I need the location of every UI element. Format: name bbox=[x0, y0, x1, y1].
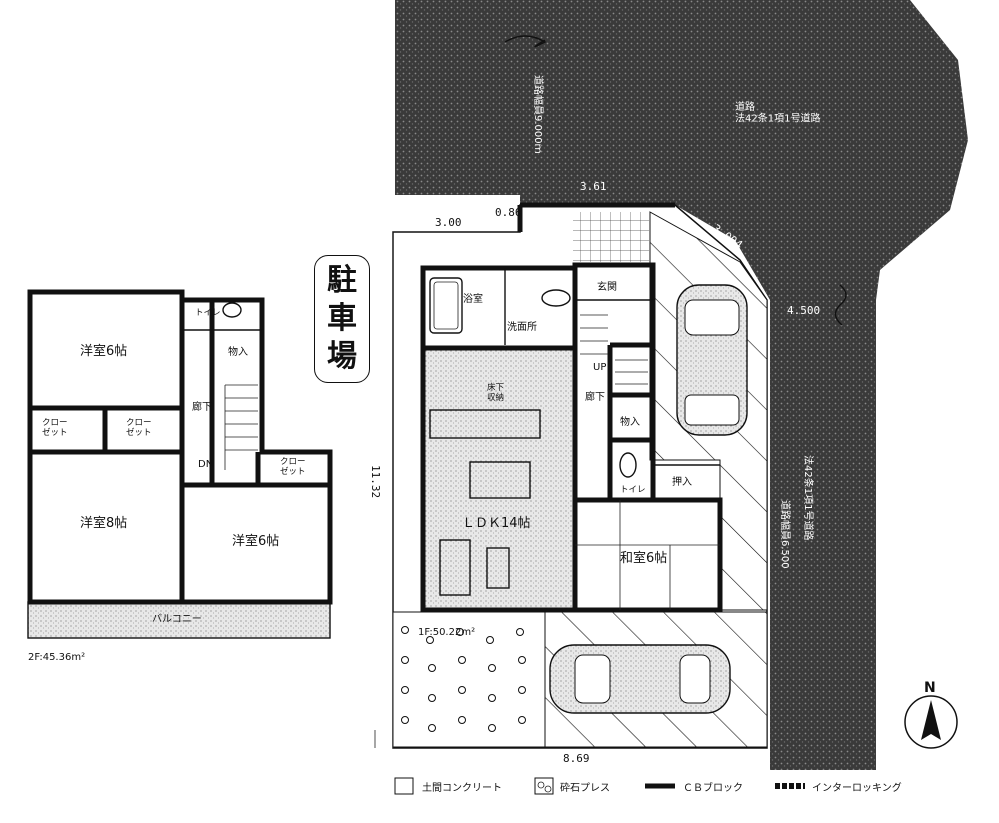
balcony bbox=[27, 601, 331, 639]
closet-b-label: クローゼット bbox=[126, 418, 152, 438]
stairs-1f bbox=[580, 314, 648, 385]
dim-top-right: 3.61 bbox=[580, 180, 607, 193]
western-6-top-label: 洋室6帖 bbox=[80, 343, 127, 359]
car-top bbox=[676, 284, 748, 436]
entrance-label: 玄関 bbox=[597, 280, 617, 293]
road-right-width: 道路幅員6.500 bbox=[779, 500, 792, 569]
storage-2f-label: 物入 bbox=[228, 345, 248, 358]
sofa bbox=[439, 539, 471, 596]
parking-sign: 駐 車 場 bbox=[314, 255, 370, 383]
toilet-1f-label: トイレ bbox=[620, 485, 646, 495]
legend-label-2: ＣＢブロック bbox=[683, 781, 743, 794]
gravel-area bbox=[392, 611, 546, 748]
western-6-bottom-label: 洋室6帖 bbox=[232, 533, 279, 549]
dim-left-side: 11.32 bbox=[369, 465, 382, 498]
road-main-label: 道路法42条1項1号道路 bbox=[735, 100, 820, 125]
legend: 土間コンクリート 砕石プレス ＣＢブロック インターロッキング bbox=[394, 777, 902, 795]
north-compass-icon: N bbox=[904, 680, 958, 749]
bath-label: 浴室 bbox=[463, 292, 483, 305]
closet-c-label: クローゼット bbox=[280, 457, 306, 477]
closet-a-label: クローゼット bbox=[42, 418, 68, 438]
compass-label: N bbox=[924, 680, 936, 696]
road-right-label: 法42条1項1号道路 bbox=[802, 455, 815, 540]
dim-corner: 4.500 bbox=[787, 304, 820, 317]
second-floor-area: 2F:45.36m² bbox=[28, 652, 85, 663]
road-width-label: 道路幅員9.000ｍ bbox=[532, 75, 545, 154]
stairs-2f bbox=[224, 384, 258, 470]
road-area bbox=[395, 0, 968, 770]
hall-1f-label: 廊下 bbox=[585, 390, 605, 403]
legend-label-1: 砕石プレス bbox=[560, 782, 610, 794]
ldk-label: ＬＤＫ14帖 bbox=[462, 516, 531, 531]
washroom-label: 洗面所 bbox=[507, 321, 537, 333]
legend-label-3: インターロッキング bbox=[812, 781, 902, 794]
first-floor-walls bbox=[420, 202, 723, 613]
bath-tile bbox=[573, 212, 649, 262]
dim-top-left: 3.00 bbox=[435, 216, 462, 229]
bathtub bbox=[429, 277, 463, 334]
japanese-room-label: 和室6帖 bbox=[620, 550, 667, 566]
parking-char: 場 bbox=[327, 339, 357, 374]
road-break-icon bbox=[834, 284, 847, 326]
tv-stand bbox=[486, 547, 510, 589]
car-bottom bbox=[549, 644, 731, 714]
first-floor-area: 1F:50.22m² bbox=[418, 627, 475, 638]
up-label: UP bbox=[593, 362, 606, 373]
dn-label: DN bbox=[198, 459, 213, 470]
dim-top-mid: 0.86 bbox=[495, 206, 522, 219]
dining-table bbox=[469, 461, 531, 499]
toilet-2f-fixture bbox=[222, 302, 242, 318]
dim-bottom: 8.69 bbox=[563, 752, 590, 765]
parking-char: 車 bbox=[327, 301, 357, 336]
road-break-icon bbox=[504, 35, 547, 48]
underfloor-label: 床下収納 bbox=[487, 382, 505, 403]
western-8-label: 洋室8帖 bbox=[80, 515, 127, 531]
second-floor-walls bbox=[27, 289, 333, 605]
ldk-floor bbox=[423, 348, 575, 610]
gravel-circles bbox=[401, 626, 526, 732]
closet-1f-label: 押入 bbox=[672, 475, 692, 488]
hall-2f-label: 廊下 bbox=[192, 400, 212, 413]
washbasin bbox=[541, 289, 571, 307]
storage-1f-label: 物入 bbox=[620, 415, 640, 428]
kitchen-counter bbox=[429, 409, 541, 439]
parking-char: 駐 bbox=[327, 263, 357, 298]
hatch-icon bbox=[394, 777, 414, 795]
toilet-2f-label: トイレ bbox=[195, 308, 221, 318]
legend-label-0: 土間コンクリート bbox=[422, 781, 502, 794]
toilet-fixture bbox=[619, 452, 637, 478]
balcony-label: バルコニー bbox=[152, 613, 202, 625]
